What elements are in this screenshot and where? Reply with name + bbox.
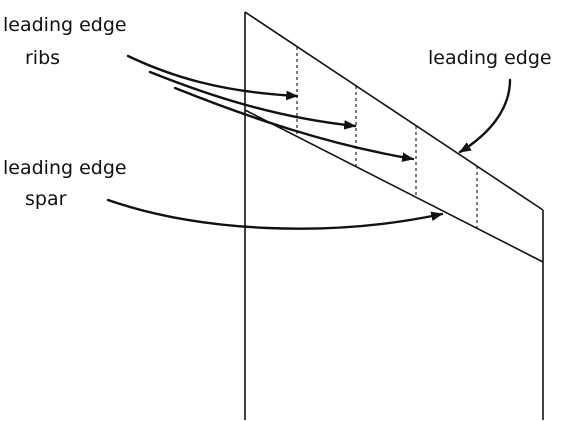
ribs-label-line2: ribs xyxy=(25,47,61,69)
spar-arrow xyxy=(106,198,444,230)
spar-label-line2: spar xyxy=(25,188,67,210)
leading-edge-spar-line xyxy=(244,109,544,263)
leading-edge-arrow xyxy=(458,78,512,154)
arrows xyxy=(106,54,512,230)
ribs-arrow-1 xyxy=(126,54,299,101)
spar-label-line1: leading edge xyxy=(3,157,127,179)
ribs-label-line1: leading edge xyxy=(3,14,127,36)
ribs-arrow-3 xyxy=(173,86,415,162)
ribs xyxy=(296,47,478,228)
wing-structure xyxy=(244,11,544,420)
leading-edge-line xyxy=(244,11,544,211)
leading-edge-label: leading edge xyxy=(428,47,552,69)
ribs-arrow-2 xyxy=(148,70,357,130)
